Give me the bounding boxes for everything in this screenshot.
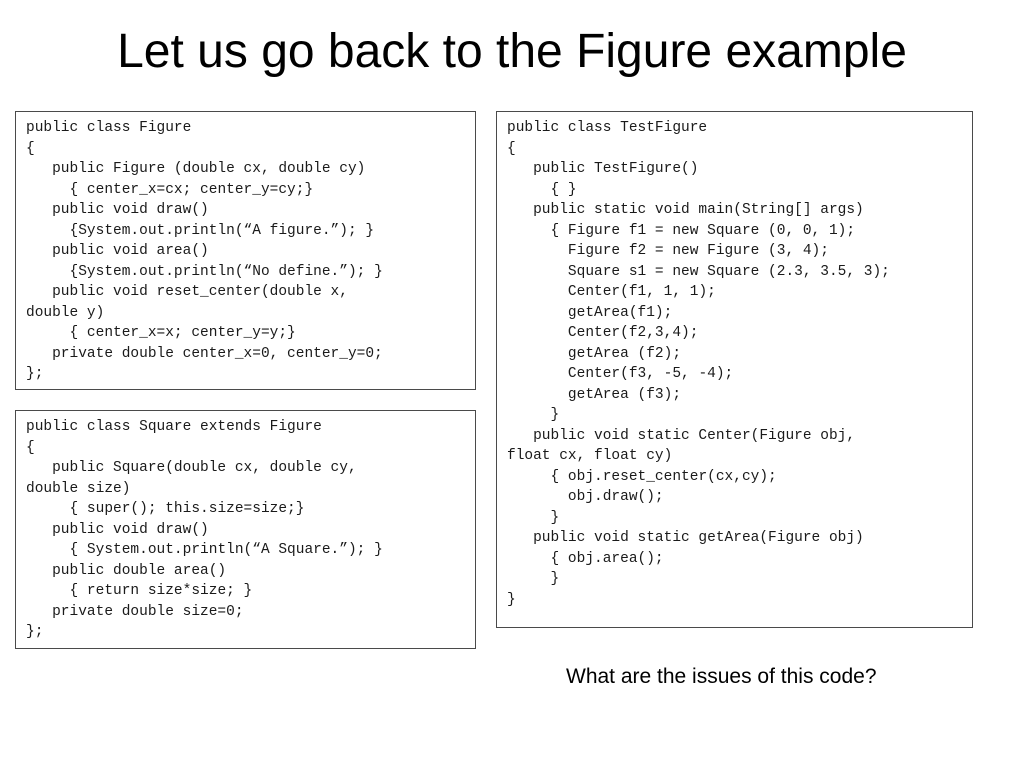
- code-box-test-figure-class: public class TestFigure { public TestFig…: [496, 111, 973, 628]
- code-square-class: public class Square extends Figure { pub…: [26, 419, 383, 640]
- code-test-figure-class: public class TestFigure { public TestFig…: [507, 120, 890, 608]
- slide-title: Let us go back to the Figure example: [117, 25, 907, 78]
- question-text: What are the issues of this code?: [566, 665, 877, 688]
- code-box-square-class: public class Square extends Figure { pub…: [15, 410, 476, 649]
- code-figure-class: public class Figure { public Figure (dou…: [26, 120, 383, 382]
- code-box-figure-class: public class Figure { public Figure (dou…: [15, 111, 476, 390]
